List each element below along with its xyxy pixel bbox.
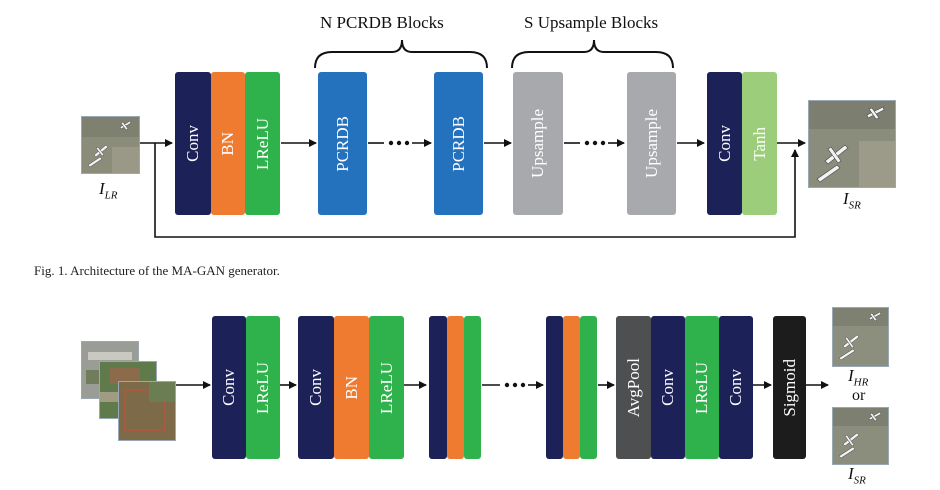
d-block-sigmoid-label: Sigmoid <box>779 358 799 417</box>
g-block-pcrdb-1: PCRDB <box>318 72 367 215</box>
d-input-image-3 <box>118 381 176 441</box>
output-sr-image <box>808 100 896 188</box>
d-block-narrow-lrelu-a <box>464 316 481 459</box>
g-block-lrelu: LReLU <box>245 72 280 215</box>
g-block-upsample-1-label: Upsample <box>528 109 547 178</box>
d-block-conv-2: Conv <box>298 316 334 459</box>
d-output-hr-image <box>832 307 889 367</box>
brace-pcrdb <box>314 39 488 69</box>
label-i-lr: ILR <box>99 179 118 202</box>
g-block-tanh: Tanh <box>742 72 777 215</box>
g-block-upsample-2: Upsample <box>627 72 676 215</box>
d-block-conv-3-label: Conv <box>658 369 677 406</box>
label-i-hr: IHR <box>848 366 869 389</box>
d-block-conv-1: Conv <box>212 316 246 459</box>
g-block-conv-1-label: Conv <box>183 125 202 162</box>
label-i-sr-discriminator: ISR <box>848 464 866 487</box>
d-block-bn-label: BN <box>341 375 361 400</box>
g-block-bn: BN <box>211 72 245 215</box>
d-block-narrow-conv-b <box>546 316 563 459</box>
d-block-lrelu-1: LReLU <box>246 316 280 459</box>
g-block-bn-label: BN <box>218 131 237 156</box>
input-lr-image <box>81 116 140 174</box>
label-or: or <box>852 387 866 404</box>
d-block-lrelu-2-label: LReLU <box>376 361 396 414</box>
d-block-narrow-lrelu-b <box>580 316 597 459</box>
d-block-bn: BN <box>334 316 369 459</box>
dots-upsample <box>584 140 606 146</box>
d-block-conv-1-label: Conv <box>219 369 238 406</box>
d-block-conv-2-label: Conv <box>306 369 325 406</box>
heading-pcrdb-group: N PCRDB Blocks <box>320 13 444 32</box>
brace-upsample <box>511 39 674 69</box>
d-block-conv-4: Conv <box>719 316 753 459</box>
g-block-lrelu-label: LReLU <box>252 117 272 170</box>
g-block-upsample-2-label: Upsample <box>641 109 661 178</box>
g-block-conv-2: Conv <box>707 72 742 215</box>
d-block-avgpool: AvgPool <box>616 316 651 459</box>
d-block-narrow-conv-a <box>429 316 447 459</box>
d-block-lrelu-3: LReLU <box>685 316 719 459</box>
d-block-conv-4-label: Conv <box>726 369 745 406</box>
d-block-lrelu-1-label: LReLU <box>253 361 272 414</box>
d-block-conv-3: Conv <box>651 316 685 459</box>
dots-pcrdb <box>388 140 410 146</box>
d-block-sigmoid: Sigmoid <box>773 316 806 459</box>
skip-connection <box>154 143 799 238</box>
d-output-sr-image <box>832 407 889 465</box>
figure-caption: Fig. 1. Architecture of the MA-GAN gener… <box>34 263 280 278</box>
heading-upsample-group: S Upsample Blocks <box>524 13 659 32</box>
g-block-upsample-1: Upsample <box>513 72 563 215</box>
g-block-conv-2-label: Conv <box>714 125 734 162</box>
g-block-pcrdb-2: PCRDB <box>434 72 483 215</box>
g-block-pcrdb-1-label: PCRDB <box>332 115 352 172</box>
d-block-avgpool-label: AvgPool <box>623 357 643 418</box>
d-block-lrelu-3-label: LReLU <box>692 361 711 414</box>
d-dots <box>504 382 526 388</box>
g-block-pcrdb-2-label: PCRDB <box>448 115 468 172</box>
d-block-lrelu-2: LReLU <box>369 316 404 459</box>
g-block-tanh-label: Tanh <box>749 126 769 161</box>
label-i-sr-generator: ISR <box>843 189 861 212</box>
d-block-narrow-bn-a <box>447 316 464 459</box>
d-block-narrow-bn-b <box>563 316 580 459</box>
g-block-conv-1: Conv <box>175 72 211 215</box>
